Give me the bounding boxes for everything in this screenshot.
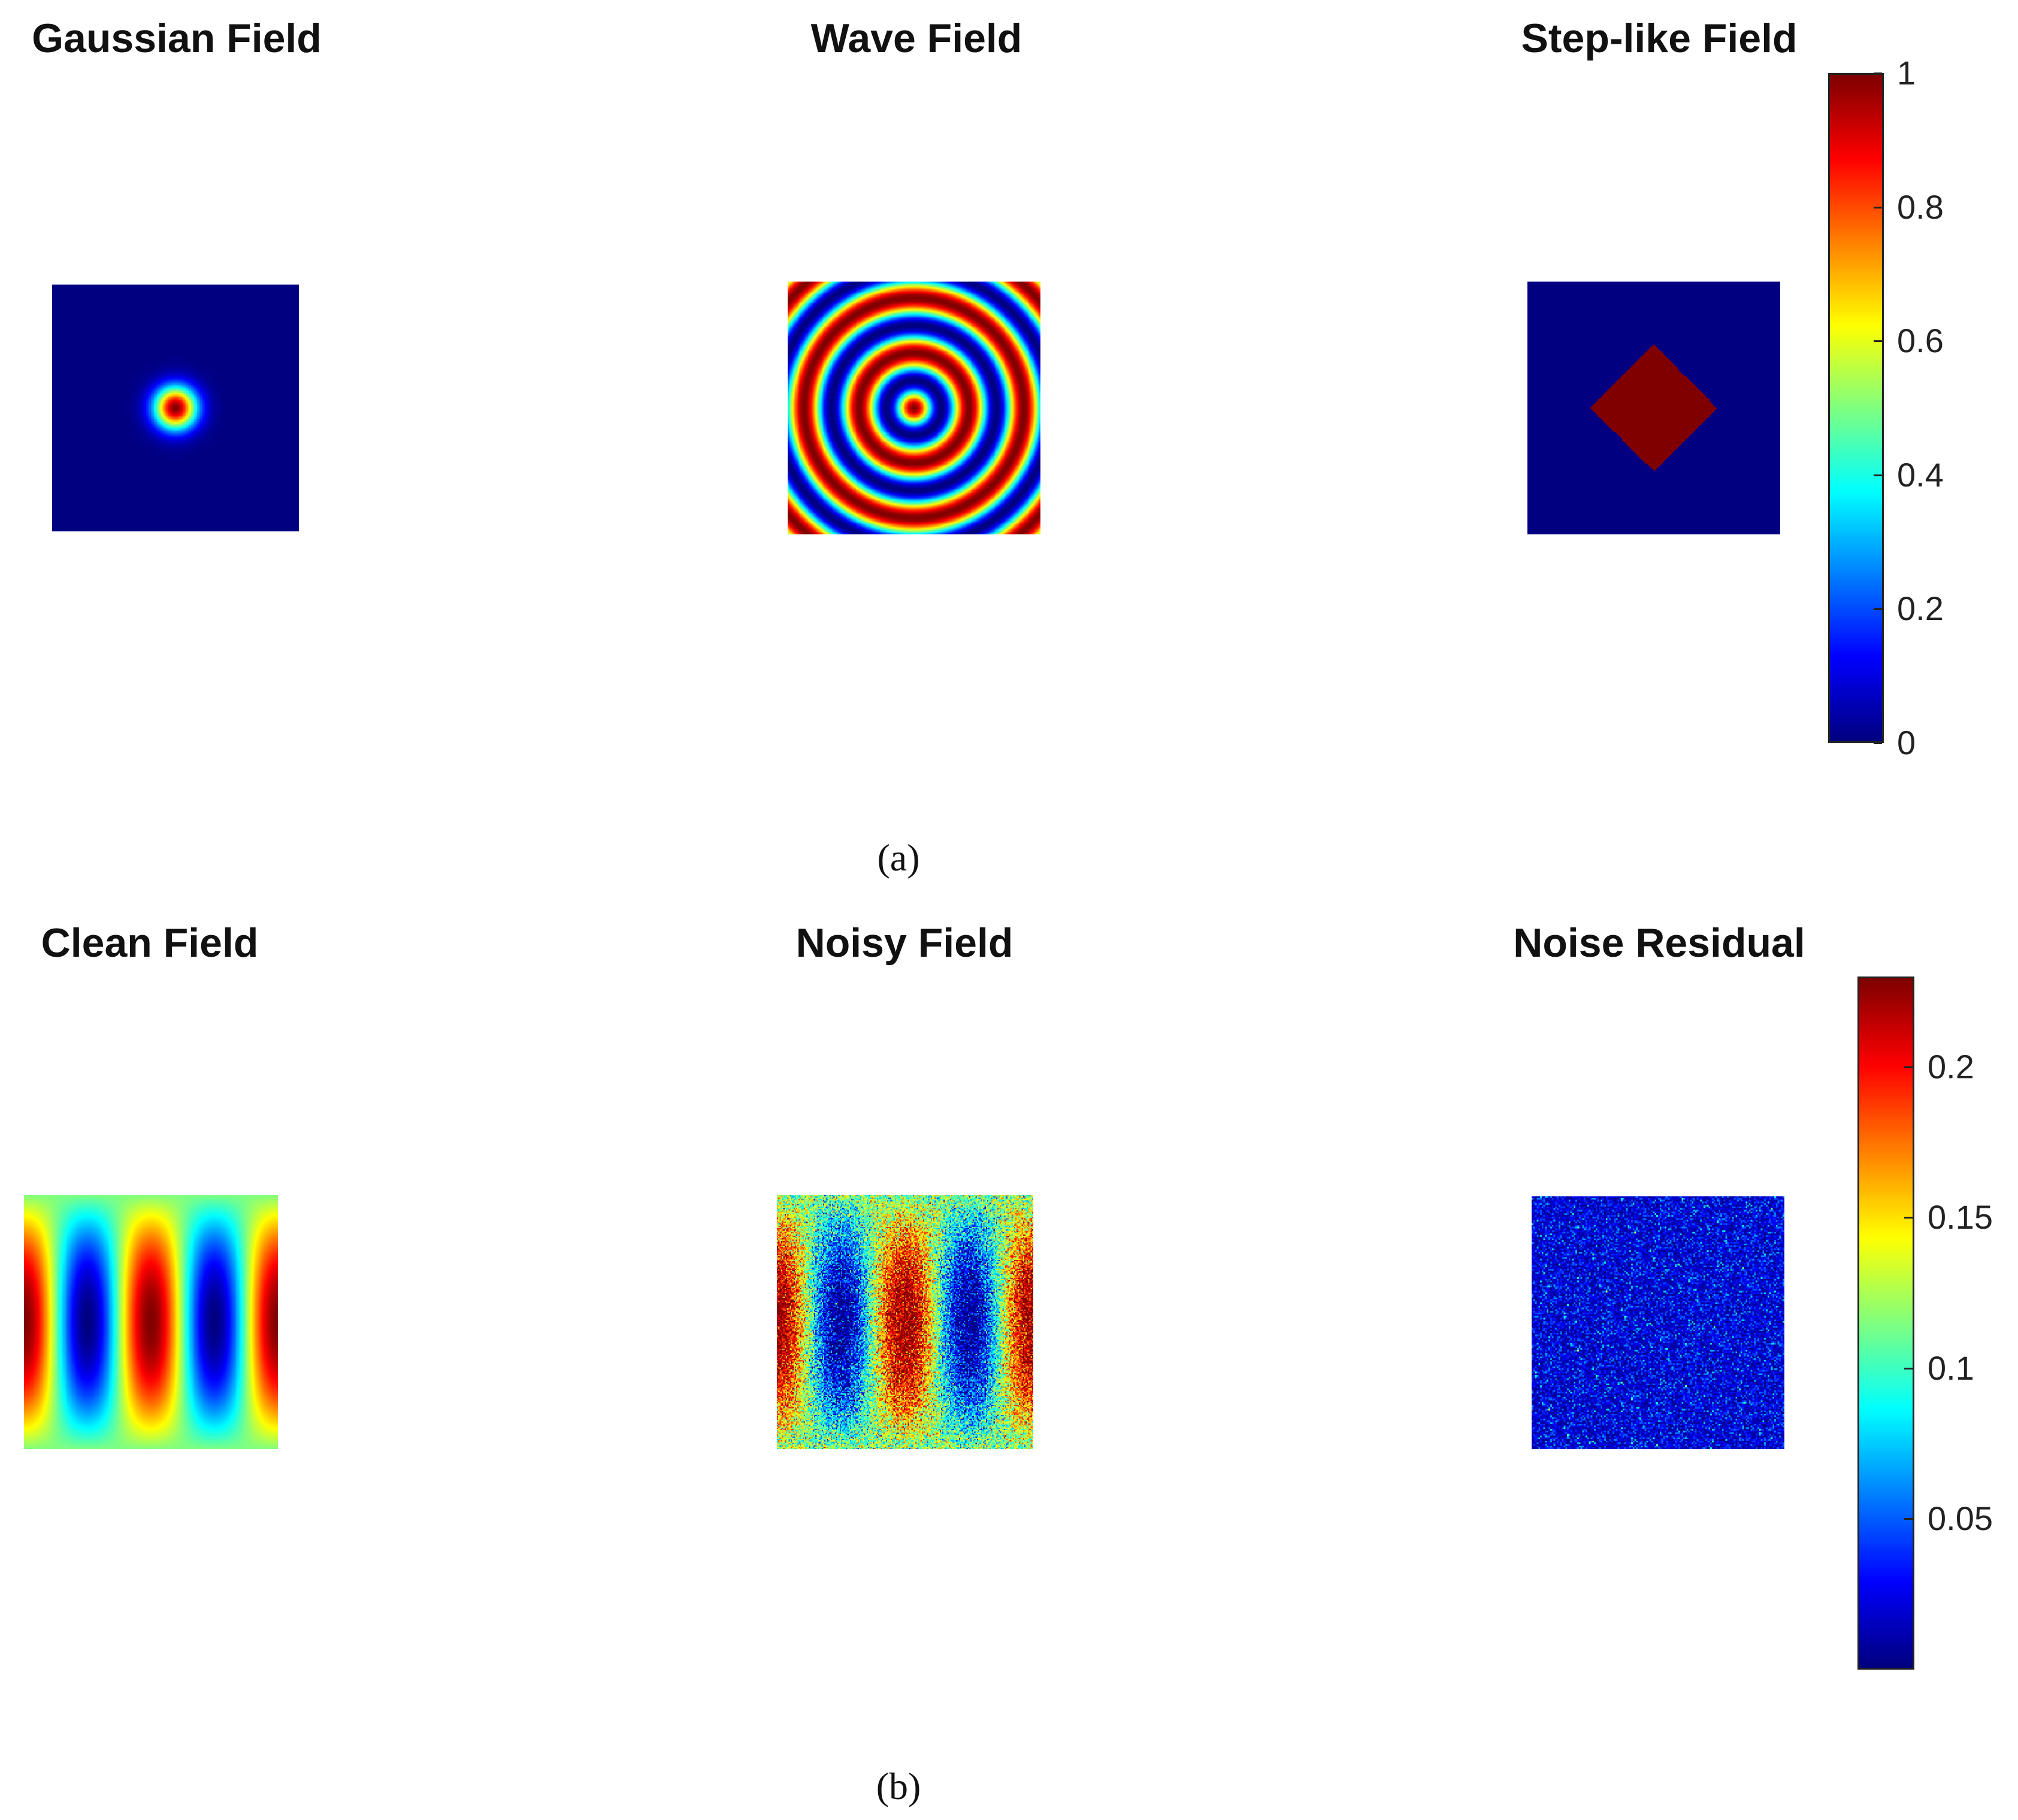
colorbar-a-tick: 0.6 — [1897, 322, 1944, 360]
colorbar-tick-mark — [1874, 742, 1882, 744]
colorbar-b-tick: 0.05 — [1928, 1499, 1993, 1538]
colorbar-tick-mark — [1874, 340, 1882, 343]
colorbar-tick-mark — [1904, 1367, 1913, 1369]
noise-residual-title: Noise Residual — [1513, 920, 1805, 966]
colorbar-tick-mark — [1904, 1217, 1913, 1219]
wave-field-title: Wave Field — [810, 16, 1022, 61]
colorbar-a-tick: 1 — [1897, 54, 1916, 92]
gaussian-field-heatmap — [52, 285, 299, 531]
colorbar-a-tick: 0.4 — [1897, 455, 1944, 494]
panel-b-caption: (b) — [876, 1765, 921, 1807]
colorbar-a-tick: 0.8 — [1897, 188, 1944, 226]
colorbar-b-tick: 0.1 — [1928, 1349, 1974, 1387]
clean-field-title: Clean Field — [41, 920, 259, 966]
noise-residual-heatmap — [1532, 1196, 1784, 1449]
noisy-field-heatmap — [777, 1195, 1033, 1449]
clean-field-heatmap — [24, 1195, 278, 1449]
colorbar-tick-mark — [1904, 1518, 1913, 1520]
colorbar-tick-mark — [1874, 72, 1882, 74]
colorbar-b — [1857, 976, 1914, 1670]
step-like-field-heatmap — [1527, 282, 1780, 534]
noisy-field-title: Noisy Field — [795, 920, 1013, 966]
step-like-field-title: Step-like Field — [1521, 16, 1798, 61]
colorbar-b-tick: 0.15 — [1928, 1198, 1993, 1236]
colorbar-tick-mark — [1874, 206, 1882, 208]
panel-a-caption: (a) — [877, 836, 920, 879]
gaussian-field-title: Gaussian Field — [32, 16, 322, 61]
colorbar-a — [1828, 73, 1884, 743]
wave-field-heatmap — [788, 282, 1040, 534]
colorbar-tick-mark — [1874, 474, 1882, 476]
colorbar-tick-mark — [1904, 1066, 1913, 1068]
colorbar-tick-mark — [1874, 608, 1882, 610]
colorbar-b-tick: 0.2 — [1928, 1047, 1974, 1086]
colorbar-a-tick: 0 — [1897, 724, 1916, 761]
colorbar-a-tick: 0.2 — [1897, 589, 1944, 628]
